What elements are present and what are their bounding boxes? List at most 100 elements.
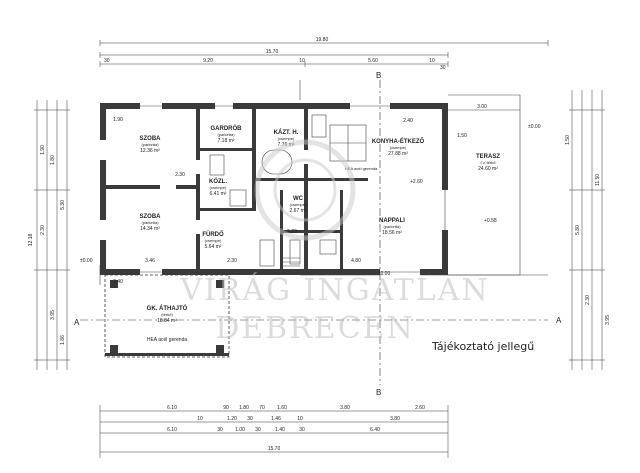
bottom-dim: 10 — [197, 416, 203, 422]
dim-seg4: 10 — [429, 58, 435, 64]
bottom-dimensions: 6.10 90 1.80 70 1.60 3.80 2.60 10 1.20 3… — [99, 405, 449, 458]
inner-dim: 2.30 — [175, 172, 185, 178]
inner-dim: 1.50 — [457, 133, 467, 139]
room-name: KÖZL. — [209, 178, 227, 185]
room-floor: (csempe) — [210, 185, 227, 190]
room-szoba-1: SZOBA (parketta) 12.36 m² — [140, 136, 162, 154]
room-floor: (csempe) — [278, 136, 295, 141]
room-konyha: KONYHA-ÉTKEZŐ (csempe) 27.88 m² — [372, 137, 425, 157]
dim-right-c: 2.30 — [585, 295, 591, 305]
dim-left-total: 12.18 — [28, 234, 34, 247]
bottom-dim: 3.80 — [390, 416, 400, 422]
room-floor: (parketta) — [217, 132, 235, 137]
room-gk-athajto: GK. ÁTHAJTÓ (térkő) 18.84 m² — [147, 304, 188, 324]
room-area: 27.88 m² — [388, 151, 408, 157]
inner-dim: 1.90 — [113, 117, 123, 123]
bottom-dim: 1.60 — [277, 405, 287, 411]
dim-left-f: 1.86 — [60, 335, 66, 345]
room-area: 7.18 m² — [218, 138, 235, 144]
dim-seg2: 10 — [299, 58, 305, 64]
inner-dim: 3.46 — [145, 258, 155, 264]
inner-dim: 2.40 — [113, 279, 123, 285]
room-area: 18.84 m² — [157, 318, 177, 324]
room-gardrob: GARDRÓB (parketta) 7.18 m² — [211, 124, 243, 144]
hea-label-top: HEA acél gerenda — [345, 166, 378, 171]
dim-terrace: 3.00 — [477, 104, 487, 110]
room-area: 24.60 m² — [478, 166, 498, 172]
room-floor: (parketta) — [383, 224, 401, 229]
room-wc: WC (csempe) 2.67 m² — [290, 196, 307, 214]
room-area: 12.36 m² — [140, 148, 160, 154]
inner-dim: 2.20 — [287, 229, 297, 235]
dim-seg3: 5.60 — [368, 58, 378, 64]
section-a-right: A — [556, 316, 562, 325]
room-nappali: NAPPALI (parketta) 18.56 m² — [379, 218, 405, 236]
dim-right-d: 3.95 — [605, 315, 611, 325]
room-floor: (csempe) — [290, 202, 307, 207]
disclaimer-note: Tájékoztató jellegű — [431, 340, 534, 353]
bottom-dim: 1.46 — [271, 416, 281, 422]
right-dimensions: 1.50 5.80 2.30 11.50 3.95 — [565, 90, 611, 370]
room-name: SZOBA — [140, 214, 162, 220]
bottom-dim: 6.10 — [167, 427, 177, 433]
inner-dim: 2.30 — [227, 258, 237, 264]
carport: HEA acél gerenda — [104, 274, 230, 358]
bottom-dim: 2.60 — [415, 405, 425, 411]
dim-seg1: 9.20 — [203, 58, 213, 64]
inner-dim: 13.00 — [378, 271, 391, 277]
bottom-dim: 90 — [223, 405, 229, 411]
windows — [140, 105, 446, 273]
inner-dim: 4.80 — [351, 258, 361, 264]
room-name: TERASZ — [476, 154, 500, 160]
watermark-line-2: DEBRECEN — [215, 311, 415, 346]
bottom-dim: 1.00 — [235, 427, 245, 433]
bottom-dim: 10 — [297, 416, 303, 422]
room-floor: (parketta) — [141, 220, 159, 225]
room-floor: (csempe) — [390, 145, 407, 150]
level-marker: +0.58 — [484, 218, 497, 224]
dim-mid: 15.70 — [266, 49, 279, 55]
room-area: 14.34 m² — [140, 226, 160, 232]
room-floor: f.v. térkő — [480, 160, 496, 165]
room-name: WC — [293, 196, 304, 202]
room-area: 18.56 m² — [382, 230, 402, 236]
bottom-dim: 30 — [247, 416, 253, 422]
room-name: NAPPALI — [379, 218, 405, 224]
bottom-dim: 70 — [259, 405, 265, 411]
bottom-dim: 30 — [255, 427, 261, 433]
room-name: GARDRÓB — [211, 124, 243, 132]
room-szoba-2: SZOBA (parketta) 14.34 m² — [140, 214, 162, 232]
room-floor: (parketta) — [141, 142, 159, 147]
bottom-dim: 1.80 — [239, 405, 249, 411]
dim-right-total: 11.50 — [595, 174, 601, 186]
bottom-dim: 1.40 — [275, 427, 285, 433]
room-kozl: KÖZL. (csempe) 6.41 m² — [209, 178, 227, 197]
room-floor: (térkő) — [161, 312, 173, 317]
room-area: 6.41 m² — [210, 191, 227, 197]
watermark: VIRÁG INGATLAN DEBRECEN — [179, 139, 489, 346]
room-name: KONYHA-ÉTKEZŐ — [372, 137, 425, 145]
dim-right-b: 5.80 — [575, 225, 581, 235]
bottom-dim: 6.10 — [167, 405, 177, 411]
dim-right-a: 1.50 — [565, 135, 571, 145]
dim-overall: 19.80 — [316, 37, 329, 43]
stairs — [283, 257, 300, 267]
section-b-top: B — [376, 71, 381, 80]
room-name: GK. ÁTHAJTÓ — [147, 304, 188, 312]
room-area: 2.67 m² — [290, 208, 307, 214]
left-dimensions: 12.18 1.90 2.30 1.80 3.95 5.30 1.86 — [28, 100, 70, 370]
section-a-left: A — [74, 318, 80, 327]
bottom-dim-total: 15.70 — [268, 446, 281, 452]
room-name: SZOBA — [140, 136, 162, 142]
hea-label-bottom: HEA acél gerenda — [147, 337, 188, 343]
room-floor: (csempe) — [205, 238, 222, 243]
dim-left-c: 1.80 — [50, 155, 56, 165]
bottom-dim: 3.80 — [340, 405, 350, 411]
inner-dim: 2.40 — [403, 118, 413, 124]
section-markers: A A B B — [74, 71, 562, 397]
bottom-dim: 6.40 — [370, 427, 380, 433]
bottom-dim: 1.20 — [227, 416, 237, 422]
watermark-line-1: VIRÁG INGATLAN — [179, 272, 489, 308]
fixtures — [209, 114, 367, 267]
